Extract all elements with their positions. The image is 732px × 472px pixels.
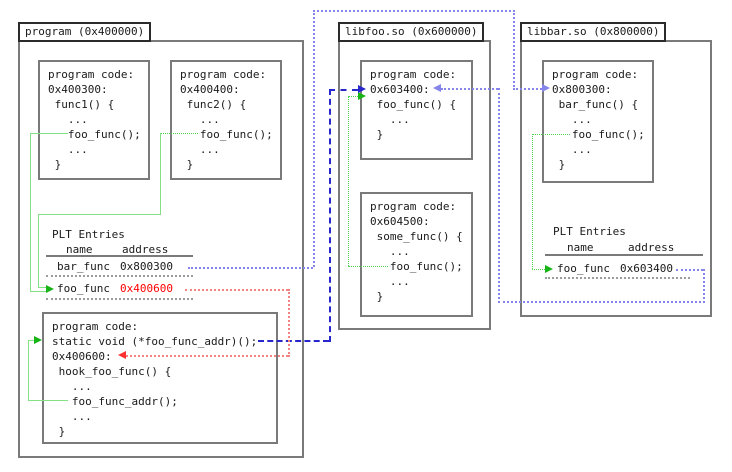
plt-row-separator xyxy=(46,298,193,300)
func1-code: program code: 0x400300: func1() { ... fo… xyxy=(48,68,141,171)
patch-0x400600-h xyxy=(185,289,288,291)
ref-libbar-foofunc-h xyxy=(676,269,703,271)
libbar-plt-header-rule xyxy=(545,254,703,256)
libbar-plt-foofunc-arrowhead xyxy=(545,265,553,273)
link-hook-call-stub xyxy=(28,340,34,341)
libbar-title: libbar.so (0x800000) xyxy=(520,22,667,42)
libbar-barfunc-code: program code: 0x800300: bar_func() { ...… xyxy=(552,68,645,171)
link-func1-call-h2 xyxy=(30,291,46,292)
ref-libbar-foofunc-h2 xyxy=(498,301,705,303)
ref-libbar-foofunc-v2 xyxy=(498,88,500,303)
hook-code: program code: static void (*foo_func_add… xyxy=(52,320,258,438)
link-hook-call-h xyxy=(28,400,68,401)
ptr-foofuncaddr-h2 xyxy=(329,89,358,91)
plt-row-foofunc-name: foo_func xyxy=(57,282,110,295)
link-hook-call-v xyxy=(28,340,29,400)
libbar-barfunc-code-box xyxy=(542,60,654,183)
plt-row-separator xyxy=(46,275,193,277)
plt-row-barfunc-name: bar_func xyxy=(57,260,110,273)
plt-col-name: name xyxy=(66,243,93,256)
link-func2-call-h3 xyxy=(38,287,46,288)
libbar-plt-row-foofunc-name: foo_func xyxy=(557,262,610,275)
ptr-foofuncaddr-v xyxy=(329,89,331,342)
libbar-plt-entries-label: PLT Entries xyxy=(553,225,626,238)
link-func2-call-v xyxy=(160,133,161,214)
ref-libbar-foofunc-v xyxy=(703,269,705,303)
ref-libbar-foofunc-h3 xyxy=(441,88,498,90)
libfoo-foofunc-code: program code: 0x603400: foo_func() { ...… xyxy=(370,68,457,141)
patch-0x400600-h2 xyxy=(126,355,288,357)
ref-barfunc-v xyxy=(313,10,315,267)
libbar-plt-col-name: name xyxy=(567,241,594,254)
ref-barfunc-h2 xyxy=(313,10,515,12)
ref-barfunc-h3 xyxy=(513,88,542,90)
program-title: program (0x400000) xyxy=(18,22,152,42)
libbar-plt-row-separator xyxy=(545,277,690,279)
plt-row-foofunc-address: 0x400600 xyxy=(120,282,173,295)
link-func2-call-h xyxy=(160,133,198,134)
plt-row-barfunc-address: 0x800300 xyxy=(120,260,173,273)
ref-barfunc-v2 xyxy=(513,10,515,90)
func1-code-box xyxy=(38,60,150,180)
link-somefunc-call-v xyxy=(348,96,349,266)
libbar-0x800300-arrowhead xyxy=(542,84,550,92)
link-func1-call-h xyxy=(30,133,68,134)
plt-header-rule xyxy=(46,255,193,257)
func2-code-box xyxy=(170,60,282,180)
libbar-plt-col-address: address xyxy=(628,241,675,254)
link-barfunc-call-v xyxy=(532,134,533,269)
plt-entries-label: PLT Entries xyxy=(52,228,125,241)
link-func1-call-v xyxy=(30,133,31,291)
libfoo-0x603400-blue-arrowhead xyxy=(358,85,366,93)
link-barfunc-call-h2 xyxy=(532,269,545,270)
libfoo-0x603400-green-arrowhead xyxy=(358,92,366,100)
patch-0x400600-v xyxy=(288,289,290,357)
plt-col-address: address xyxy=(122,243,169,256)
plt-foofunc-arrowhead xyxy=(46,285,54,293)
foofuncaddr-decl-arrowhead xyxy=(34,336,42,344)
libfoo-title: libfoo.so (0x600000) xyxy=(338,22,485,42)
libfoo-foofunc-code-box xyxy=(360,60,473,160)
hook-0x400600-arrowhead xyxy=(118,351,126,359)
ref-barfunc-h xyxy=(188,267,313,269)
link-func2-call-v2 xyxy=(38,214,39,287)
link-func2-call-h2 xyxy=(38,214,161,215)
libbar-plt-row-foofunc-address: 0x603400 xyxy=(620,262,673,275)
libfoo-0x603400-left-arrowhead xyxy=(433,84,441,92)
link-somefunc-call-h xyxy=(348,266,388,267)
libfoo-somefunc-code-box xyxy=(360,192,473,317)
link-somefunc-call-stub xyxy=(348,96,358,97)
func2-code: program code: 0x400400: func2() { ... fo… xyxy=(180,68,273,171)
libfoo-somefunc-code: program code: 0x604500: some_func() { ..… xyxy=(370,200,463,303)
link-barfunc-call-h xyxy=(532,134,570,135)
hook-code-box xyxy=(42,312,278,444)
ptr-foofuncaddr-h xyxy=(258,340,329,342)
